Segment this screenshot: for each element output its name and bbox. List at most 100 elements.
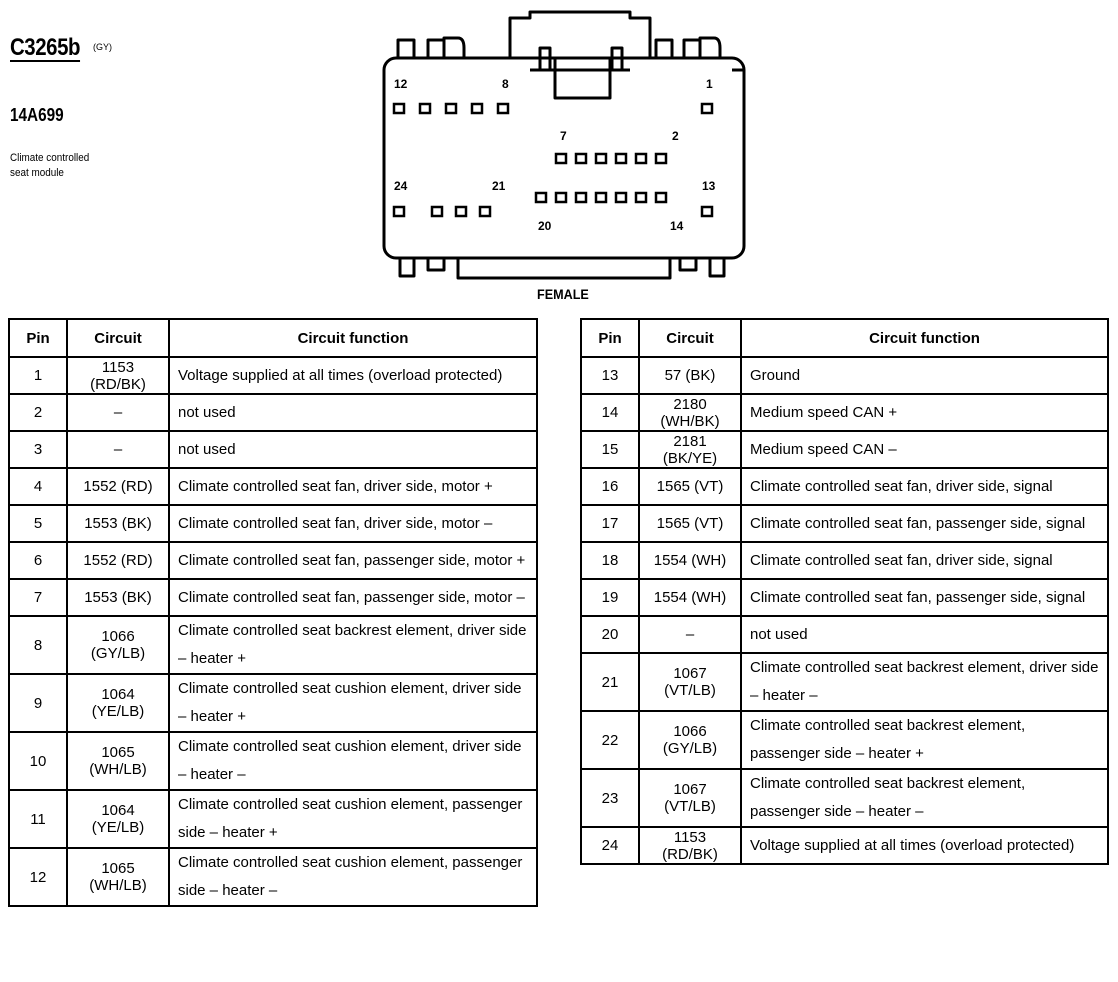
part-number: 14A699 bbox=[10, 105, 64, 125]
pin-cell: 15 bbox=[580, 430, 640, 469]
circuit-cell: 1066 (GY/LB) bbox=[66, 615, 170, 675]
function-cell: Climate controlled seat cushion element,… bbox=[168, 847, 538, 907]
header-function: Circuit function bbox=[740, 318, 1109, 358]
pin-label: 2 bbox=[672, 129, 679, 143]
pin-label: 1 bbox=[706, 77, 713, 91]
pin-cell: 1 bbox=[8, 356, 68, 395]
pin-cell: 7 bbox=[8, 578, 68, 617]
pin-cell: 11 bbox=[8, 789, 68, 849]
circuit-cell: 1565 (VT) bbox=[638, 467, 742, 506]
function-cell: not used bbox=[168, 393, 538, 432]
circuit-cell: 1067 (VT/LB) bbox=[638, 768, 742, 828]
pin-cell: 5 bbox=[8, 504, 68, 543]
function-cell: Climate controlled seat fan, passenger s… bbox=[168, 541, 538, 580]
pin-label: 24 bbox=[394, 179, 408, 193]
circuit-cell: 2180 (WH/BK) bbox=[638, 393, 742, 432]
circuit-cell: – bbox=[638, 615, 742, 654]
circuit-cell: 1554 (WH) bbox=[638, 578, 742, 617]
pin-cell: 6 bbox=[8, 541, 68, 580]
circuit-cell: 57 (BK) bbox=[638, 356, 742, 395]
function-cell: Climate controlled seat cushion element,… bbox=[168, 731, 538, 791]
pin-label: 8 bbox=[502, 77, 509, 91]
pin-cell: 22 bbox=[580, 710, 640, 770]
connector-gender-label: FEMALE bbox=[537, 286, 589, 302]
header-circuit: Circuit bbox=[66, 318, 170, 358]
connector-color: (GY) bbox=[93, 42, 112, 52]
function-cell: Climate controlled seat fan, driver side… bbox=[168, 504, 538, 543]
header-circuit: Circuit bbox=[638, 318, 742, 358]
pin-cell: 19 bbox=[580, 578, 640, 617]
function-cell: Ground bbox=[740, 356, 1109, 395]
circuit-cell: 1153 (RD/BK) bbox=[66, 356, 170, 395]
pin-cell: 21 bbox=[580, 652, 640, 712]
function-cell: Climate controlled seat fan, driver side… bbox=[168, 467, 538, 506]
pin-cell: 16 bbox=[580, 467, 640, 506]
circuit-cell: 1065 (WH/LB) bbox=[66, 731, 170, 791]
pin-cell: 20 bbox=[580, 615, 640, 654]
connector-id: C3265b bbox=[10, 34, 81, 61]
function-cell: Climate controlled seat backrest element… bbox=[740, 652, 1109, 712]
pin-cell: 12 bbox=[8, 847, 68, 907]
function-cell: Climate controlled seat fan, passenger s… bbox=[740, 578, 1109, 617]
pin-label: 7 bbox=[560, 129, 567, 143]
pin-cell: 2 bbox=[8, 393, 68, 432]
function-cell: Climate controlled seat backrest element… bbox=[740, 768, 1109, 828]
pin-label: 20 bbox=[538, 219, 552, 233]
function-cell: Climate controlled seat cushion element,… bbox=[168, 673, 538, 733]
pin-cell: 13 bbox=[580, 356, 640, 395]
function-cell: Climate controlled seat fan, passenger s… bbox=[168, 578, 538, 617]
function-cell: not used bbox=[168, 430, 538, 469]
function-cell: Climate controlled seat fan, driver side… bbox=[740, 541, 1109, 580]
pin-cell: 10 bbox=[8, 731, 68, 791]
pin-cell: 17 bbox=[580, 504, 640, 543]
circuit-cell: – bbox=[66, 393, 170, 432]
pin-label: 21 bbox=[492, 179, 506, 193]
function-cell: Climate controlled seat fan, driver side… bbox=[740, 467, 1109, 506]
pin-cell: 3 bbox=[8, 430, 68, 469]
function-cell: Medium speed CAN + bbox=[740, 393, 1109, 432]
pin-cell: 4 bbox=[8, 467, 68, 506]
function-cell: Voltage supplied at all times (overload … bbox=[740, 826, 1109, 865]
header-pin: Pin bbox=[8, 318, 68, 358]
pin-cell: 9 bbox=[8, 673, 68, 733]
header-pin: Pin bbox=[580, 318, 640, 358]
connector-face-diagram: 12 8 1 7 2 24 21 13 20 14 bbox=[382, 10, 746, 280]
circuit-cell: 1065 (WH/LB) bbox=[66, 847, 170, 907]
function-cell: Climate controlled seat backrest element… bbox=[168, 615, 538, 675]
circuit-cell: 1067 (VT/LB) bbox=[638, 652, 742, 712]
pin-label: 12 bbox=[394, 77, 408, 91]
pin-cell: 24 bbox=[580, 826, 640, 865]
circuit-cell: 1565 (VT) bbox=[638, 504, 742, 543]
table-row: 3–not used bbox=[8, 430, 538, 469]
circuit-cell: 1066 (GY/LB) bbox=[638, 710, 742, 770]
circuit-cell: 1553 (BK) bbox=[66, 578, 170, 617]
table-row: 2–not used bbox=[8, 393, 538, 432]
circuit-cell: 1064 (YE/LB) bbox=[66, 673, 170, 733]
function-cell: Climate controlled seat backrest element… bbox=[740, 710, 1109, 770]
function-cell: Voltage supplied at all times (overload … bbox=[168, 356, 538, 395]
circuit-cell: 2181 (BK/YE) bbox=[638, 430, 742, 469]
circuit-cell: 1153 (RD/BK) bbox=[638, 826, 742, 865]
